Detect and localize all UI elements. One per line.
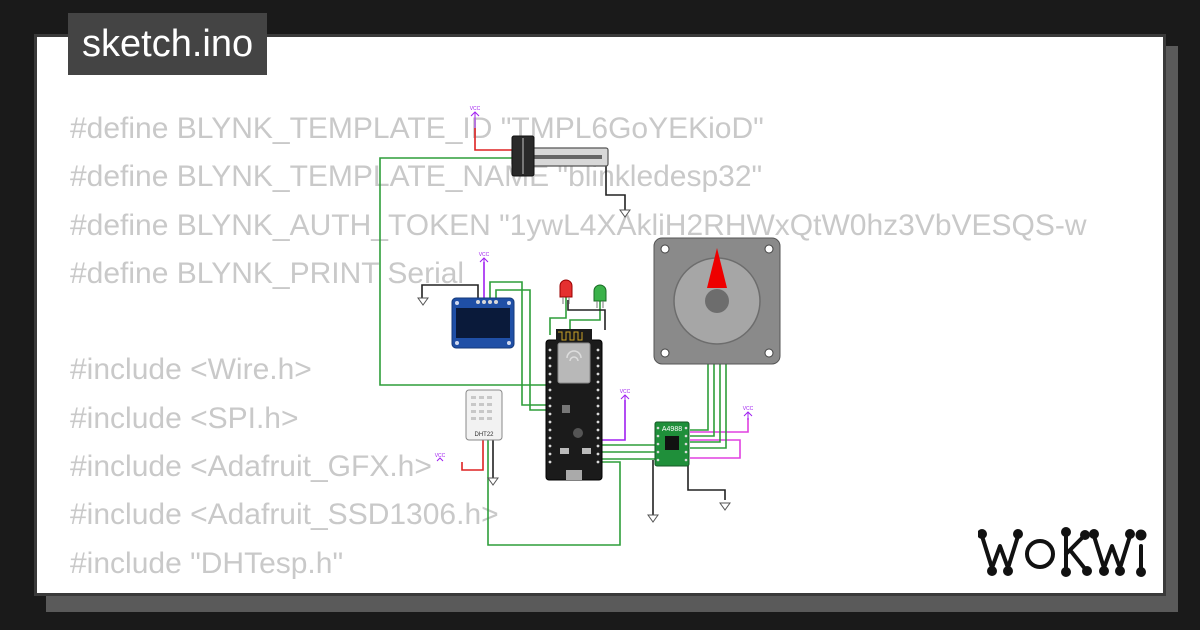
wire-dht-data: [487, 440, 621, 546]
code-line: #define BLYNK_TEMPLATE_NAME "blinkledesp…: [70, 160, 763, 194]
vcc-markers: VCC VCC VCC VCC VCC: [435, 106, 754, 462]
wire-oled-scl: [495, 289, 548, 411]
vcc-marker: VCC: [435, 453, 446, 462]
wire-coil-b1: [690, 362, 721, 443]
ground-symbols: [417, 209, 731, 523]
code-line: #include <SPI.h>: [70, 401, 299, 435]
motor-needle: [707, 248, 727, 288]
vcc-label: VCC: [435, 453, 446, 459]
code-line: #include <Adafruit_SSD1306.h>: [70, 498, 499, 532]
wire-coil-a1: [690, 362, 709, 431]
vcc-marker: VCC: [479, 252, 490, 268]
wire-coil-a2: [690, 362, 715, 437]
slide-potentiometer[interactable]: [511, 135, 609, 177]
wokwi-logo: [978, 527, 1147, 577]
wire-led-red: [549, 295, 567, 335]
ground-icon: [719, 502, 731, 511]
led-red[interactable]: [559, 279, 573, 304]
code-line: #include <Wire.h>: [70, 353, 312, 387]
wire-motor-gnd: [687, 462, 726, 500]
vcc-label: VCC: [743, 406, 754, 412]
oled-display: [451, 297, 515, 349]
wifi-icon: [566, 350, 582, 362]
led-green[interactable]: [593, 284, 607, 308]
power-arrow-icon: [479, 257, 489, 268]
wire-motor-vcc: [690, 418, 749, 433]
ground-icon: [619, 209, 631, 218]
wire-pot-signal: [379, 157, 548, 386]
code-line: #define BLYNK_AUTH_TOKEN "1ywL4XAkliH2RH…: [70, 208, 1087, 242]
code-line: #include "DHTesp.h": [70, 546, 344, 580]
wire-pot-vcc: [474, 128, 512, 151]
ground-icon: [417, 297, 429, 306]
power-arrow-icon: [470, 111, 480, 128]
file-tab[interactable]: sketch.ino: [68, 13, 268, 75]
wire-motor-loop: [690, 439, 741, 459]
vcc-label: VCC: [479, 252, 490, 258]
wire-driver-vcc-link: [600, 400, 626, 441]
wire-oled-gnd: [421, 284, 479, 298]
wires: [379, 128, 749, 546]
code-preview: #define BLYNK_TEMPLATE_ID "TMPL6GoYEKioD…: [70, 105, 1134, 593]
vcc-label: VCC: [620, 389, 631, 395]
power-arrow-icon: [436, 457, 444, 462]
code-line: #include <Adafruit_GFX.h>: [70, 450, 432, 484]
stepper-motor[interactable]: [653, 237, 781, 365]
ground-icon: [487, 477, 499, 486]
code-line: #define BLYNK_TEMPLATE_ID "TMPL6GoYEKioD…: [70, 112, 764, 145]
vcc-label: VCC: [470, 106, 481, 112]
esp32-board: [545, 329, 603, 481]
vcc-marker: VCC: [620, 389, 631, 405]
vcc-marker: VCC: [470, 106, 481, 128]
code-line: #define BLYNK_PRINT Serial: [70, 256, 465, 290]
dht-label: DHT22: [474, 432, 494, 438]
dht22-sensor: DHT22: [465, 389, 503, 441]
power-arrow-icon: [743, 411, 753, 420]
wire-pot-gnd: [605, 158, 626, 210]
vcc-marker: VCC: [743, 406, 754, 420]
driver-label: A4988: [662, 426, 682, 433]
wire-led-gnd: [567, 300, 606, 330]
power-arrow-icon: [620, 394, 630, 405]
wire-coil-b2: [690, 362, 727, 449]
ground-icon: [647, 514, 659, 523]
wire-dht-vcc: [461, 440, 484, 471]
a4988-driver: A4988: [654, 421, 690, 467]
